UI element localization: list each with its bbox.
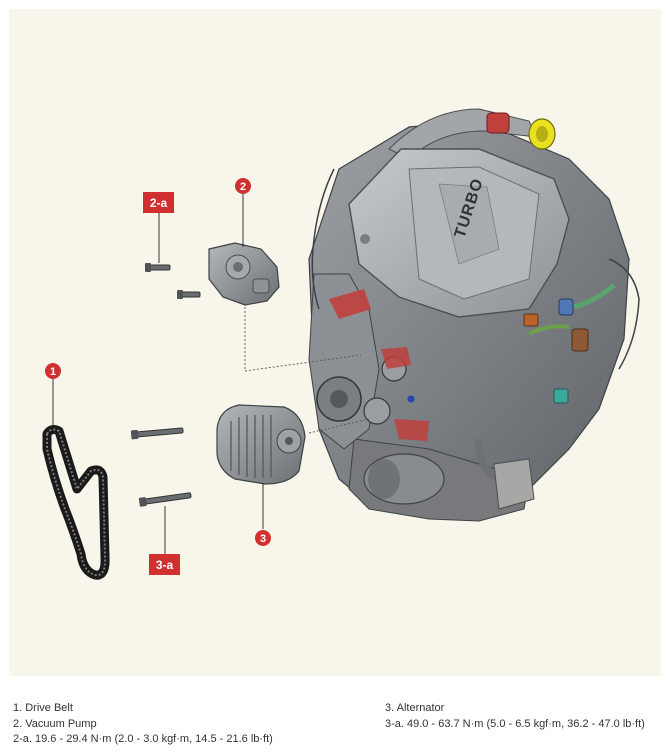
part-brown — [571, 328, 589, 352]
alternator-pulley-hub — [285, 437, 293, 445]
connector-teal — [553, 388, 569, 404]
callout-3-label: 3 — [260, 533, 266, 545]
mount-bracket-red — [329, 289, 371, 319]
blue-marker-icon — [407, 395, 415, 403]
callout-2-label: 2 — [240, 181, 246, 193]
callout-2a-label: 2-a — [150, 196, 168, 210]
callout-2: 2 — [235, 178, 251, 247]
vacuum-pump-bolt-2 — [177, 290, 201, 299]
drive-belt-ribs — [46, 428, 107, 577]
alternator-fins — [230, 415, 272, 478]
callout-2a-box — [143, 192, 174, 213]
callout-3-marker — [255, 530, 271, 546]
engine-assembly: TURBO — [308, 108, 640, 522]
callout-2a: 2-a — [143, 192, 174, 263]
vacuum-pump — [145, 242, 280, 306]
legend-item-vacuum-pump: 2. Vacuum Pump — [13, 717, 97, 730]
hose-green — [573, 283, 616, 310]
mount-bracket-red-3 — [394, 419, 429, 441]
mount-bracket-red-2 — [381, 347, 411, 369]
turbo-cap-inner — [536, 126, 548, 142]
callout-3a-box — [149, 554, 180, 575]
crank-pulley-hub — [330, 390, 348, 408]
idler-pulley — [363, 397, 391, 425]
cover-bolt-icon — [360, 234, 370, 244]
vacuum-pump-outlet — [252, 278, 270, 294]
vacuum-pump-port-inner — [233, 262, 243, 272]
ac-compressor-face — [368, 459, 400, 499]
callout-1-label: 1 — [50, 366, 56, 378]
engine-cover-panel — [438, 183, 500, 265]
legend-left-column: 1. Drive Belt 2. Vacuum Pump 2-a. 19.6 -… — [13, 701, 273, 748]
turbo-outlet-red — [486, 112, 510, 134]
part-orange — [523, 313, 539, 327]
drive-belt-outline — [42, 425, 110, 580]
wiring-harness — [311, 168, 335, 310]
legend-item-drive-belt: 1. Drive Belt — [13, 702, 73, 714]
alternator-bolt-1 — [130, 427, 184, 440]
wiring-harness-right — [608, 258, 640, 370]
drive-belt — [42, 425, 110, 580]
legend-item-alternator-torque: 3-a. 49.0 - 63.7 N·m (5.0 - 6.5 kgf·m, 3… — [385, 717, 645, 730]
legend-right-column: 3. Alternator 3-a. 49.0 - 63.7 N·m (5.0 … — [385, 701, 645, 732]
legend-item-vacuum-pump-torque: 2-a. 19.6 - 29.4 N·m (2.0 - 3.0 kgf·m, 1… — [13, 733, 273, 745]
callout-3a-label: 3-a — [156, 558, 174, 572]
leader-lines — [244, 307, 370, 434]
exploded-diagram: TURBO — [9, 9, 661, 676]
vacuum-pump-bolt-1 — [145, 263, 171, 272]
hose-blue — [558, 298, 574, 316]
callout-3: 3 — [255, 483, 271, 546]
hose-green-2 — [528, 324, 570, 336]
leader-vacuum-pump — [244, 307, 362, 372]
legend-item-alternator: 3. Alternator — [385, 702, 445, 714]
alternator-bolt-2 — [138, 492, 192, 507]
alternator — [130, 404, 306, 507]
callout-2-marker — [235, 178, 251, 194]
callout-1-marker — [45, 363, 61, 379]
catalytic-converter — [493, 458, 535, 510]
callout-1: 1 — [45, 363, 61, 429]
callout-3a: 3-a — [149, 506, 180, 575]
